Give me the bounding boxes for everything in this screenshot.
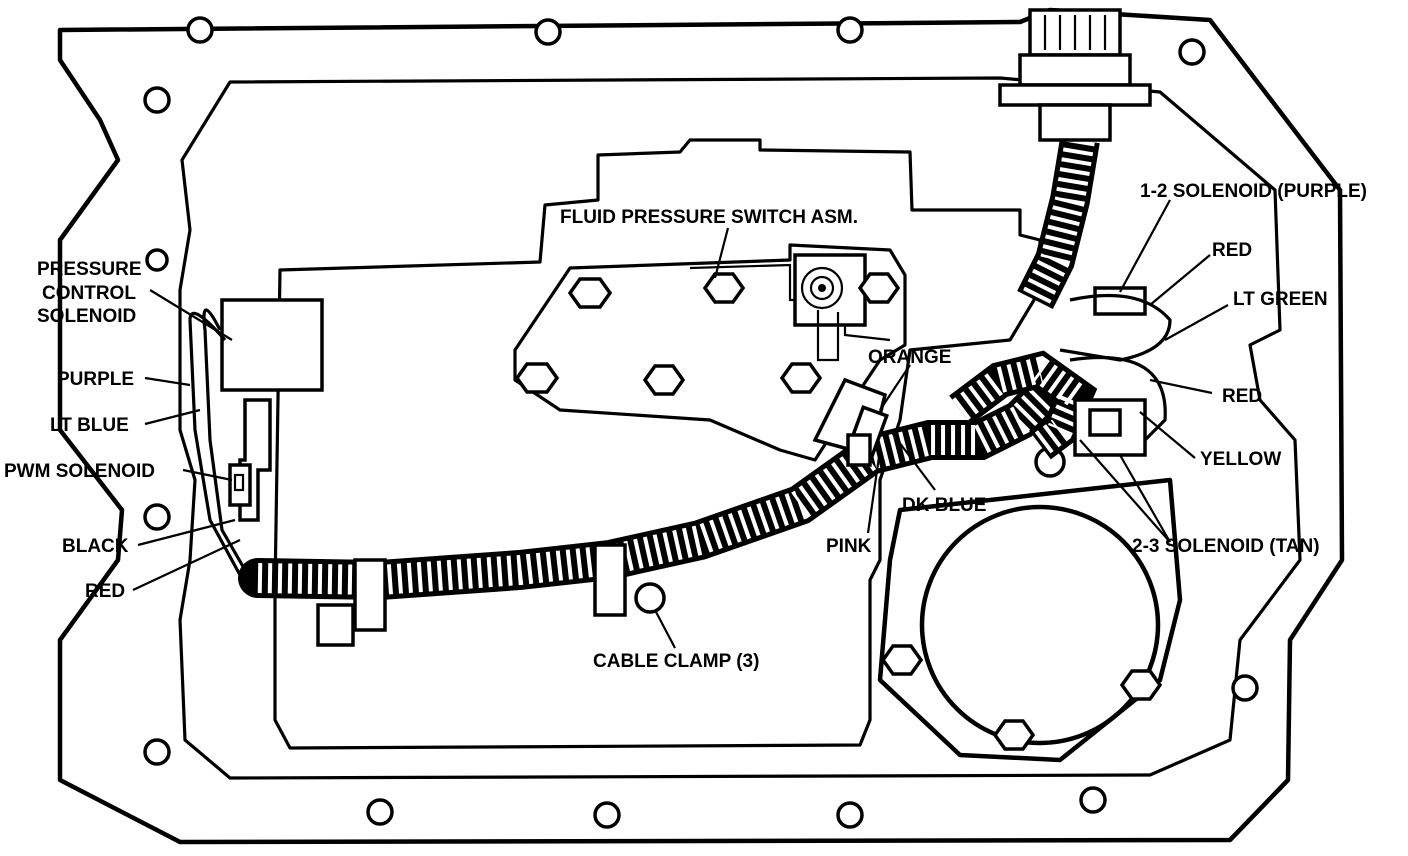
label-yellow: YELLOW xyxy=(1200,449,1281,470)
pan-bolt-holes xyxy=(143,16,1259,829)
pressure-switch-stem xyxy=(816,310,840,362)
label-pwm-solenoid: PWM SOLENOID xyxy=(4,461,155,482)
outer-pan-outline xyxy=(57,7,1345,845)
pressure-switch-port xyxy=(800,266,844,310)
label-solenoid-2-3: 2-3 SOLENOID (TAN) xyxy=(1132,536,1320,557)
label-dk-blue: DK BLUE xyxy=(902,495,986,516)
pcs-wire-loop-2 xyxy=(202,308,247,571)
solenoid-2-3-wires xyxy=(1069,355,1167,442)
label-purple: PURPLE xyxy=(57,369,134,390)
label-red-top: RED xyxy=(1212,240,1252,261)
valve-body-bolts xyxy=(514,272,1163,751)
pressure-switch-port-inner xyxy=(809,275,835,301)
servo-bore xyxy=(919,504,1161,746)
label-pink: PINK xyxy=(826,536,872,557)
label-lt-blue: LT BLUE xyxy=(50,415,129,436)
label-cable-clamp: CABLE CLAMP (3) xyxy=(593,651,759,672)
pwm-solenoid-pin xyxy=(233,473,245,492)
upper-harness-conduit-inner xyxy=(1021,137,1095,307)
label-black: BLACK xyxy=(62,536,129,557)
leader-lines xyxy=(132,199,1229,649)
solenoid-1-2-wires xyxy=(1059,293,1172,362)
harness-branch-inner xyxy=(952,355,1092,456)
label-orange: ORANGE xyxy=(868,347,951,368)
label-fluid-pressure-switch: FLUID PRESSURE SWITCH ASM. xyxy=(560,207,858,228)
pressure-control-solenoid-body xyxy=(220,298,324,392)
label-red-left: RED xyxy=(85,581,125,602)
cable-clamps xyxy=(316,433,872,647)
servo-housing xyxy=(877,477,1183,763)
inner-pan-rim xyxy=(178,76,1302,780)
label-pressure-control-3: SOLENOID xyxy=(37,306,136,327)
solenoid-2-3-connector xyxy=(1088,408,1122,437)
pressure-switch-port-core xyxy=(818,284,826,292)
wire-harness-conduit-inner xyxy=(257,379,1061,596)
label-lt-green: LT GREEN xyxy=(1233,289,1328,310)
case-connector xyxy=(998,8,1152,142)
pressure-switch-body xyxy=(793,253,867,327)
label-pressure-control-2: CONTROL xyxy=(42,283,136,304)
pwm-solenoid-connector xyxy=(228,463,252,507)
label-pressure-control-1: PRESSURE xyxy=(37,259,142,280)
label-solenoid-1-2: 1-2 SOLENOID (PURPLE) xyxy=(1140,181,1367,202)
label-red-mid: RED xyxy=(1222,386,1262,407)
